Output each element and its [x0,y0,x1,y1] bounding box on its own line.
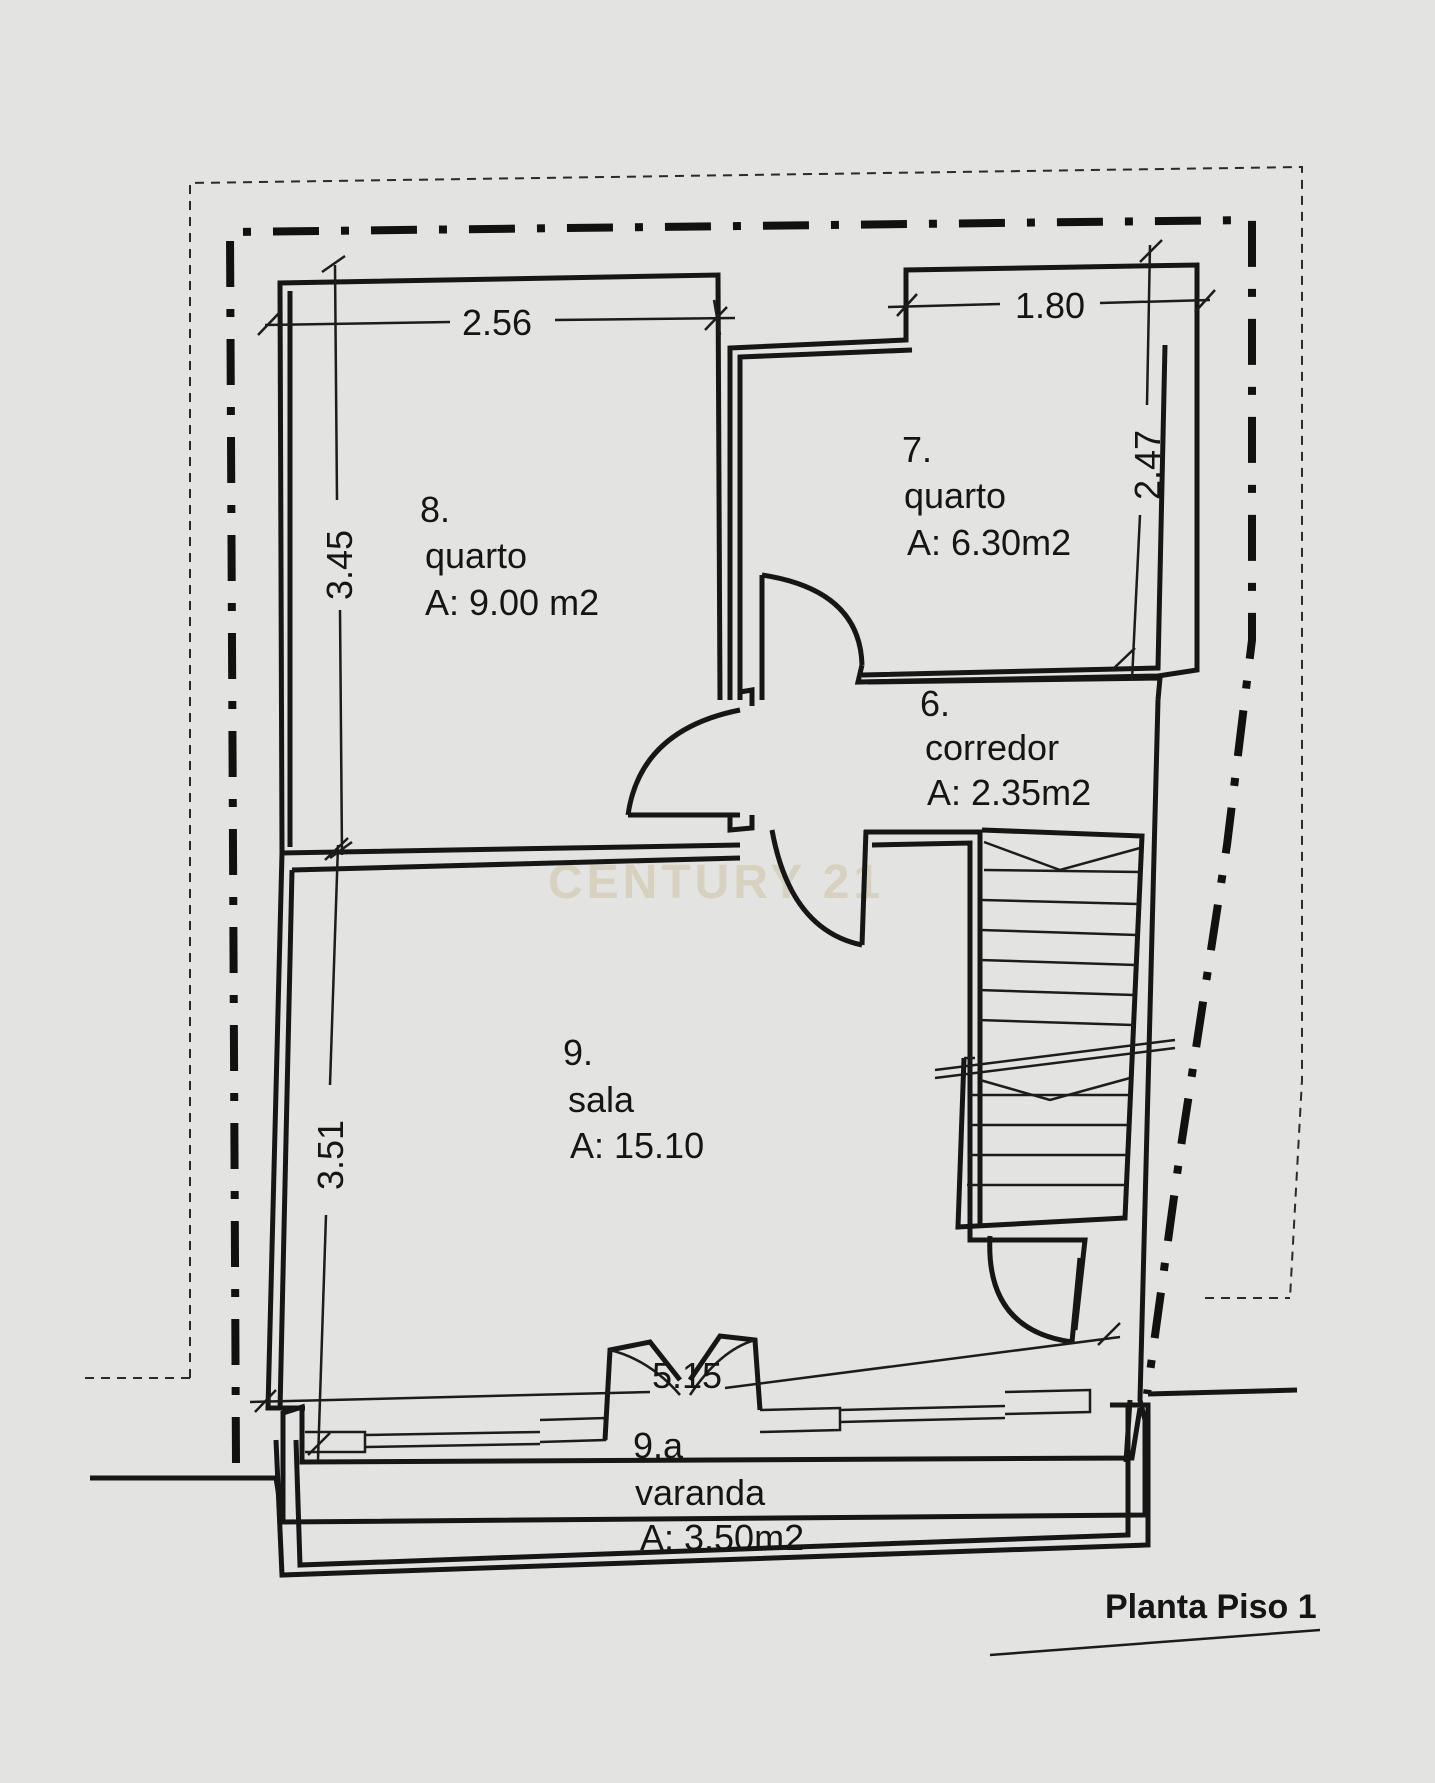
room-label-9: 9. sala A: 15.10 [563,1032,704,1166]
dim-label-sala-height: 3.51 [310,1120,351,1190]
dim-room8-width [257,299,736,336]
varanda-door [602,1333,763,1441]
sala-windows [305,1388,1092,1454]
watermark: CENTURY 21 [548,856,884,909]
dim-sala-width [249,1322,1121,1413]
dim-label-room7-width: 1.80 [1015,285,1085,326]
room-area: A: 2.35m2 [927,772,1091,813]
dim-room7-width [887,289,1216,317]
room-number: 9.a [633,1425,684,1466]
room-area: A: 6.30m2 [907,522,1071,563]
room-label-7: 7. quarto A: 6.30m2 [902,429,1071,563]
room-area: A: 9.00 m2 [425,582,599,623]
room-area: A: 15.10 [570,1125,704,1166]
dim-label-room8-height: 3.45 [319,530,360,600]
room-number: 9. [563,1032,593,1073]
room-8-walls [277,272,741,856]
varanda-walls [273,1402,1151,1578]
room-area: A: 3.50m2 [640,1517,804,1558]
room-number: 7. [902,429,932,470]
ground-line-right [1147,1387,1298,1397]
plan-title: Planta Piso 1 [1105,1588,1317,1626]
room-name: corredor [925,727,1059,768]
dim-label-room8-width: 2.56 [462,302,532,343]
dim-label-room7-height: 2.47 [1127,430,1168,500]
plan-title-underline [989,1628,1321,1657]
room-name: varanda [635,1472,766,1513]
room-name: sala [568,1079,635,1120]
dim-label-sala-width: 5.15 [652,1355,722,1396]
room-label-6: 6. corredor A: 2.35m2 [920,683,1091,813]
room-label-9a: 9.a varanda A: 3.50m2 [633,1425,804,1558]
dim-room8-height [321,254,353,860]
room-label-8: 8. quarto A: 9.00 m2 [420,489,599,623]
door-swings [625,572,1083,1345]
staircase [934,827,1176,1230]
dim-sala-height [307,837,349,1461]
dim-room7-height [1111,239,1163,681]
core-walls [265,675,1163,1525]
eave-line [225,215,1256,1464]
roof-outline [189,165,1303,1378]
room-number: 8. [420,489,450,530]
room-number: 6. [920,683,950,724]
room-name: quarto [904,475,1006,516]
room-name: quarto [425,535,527,576]
